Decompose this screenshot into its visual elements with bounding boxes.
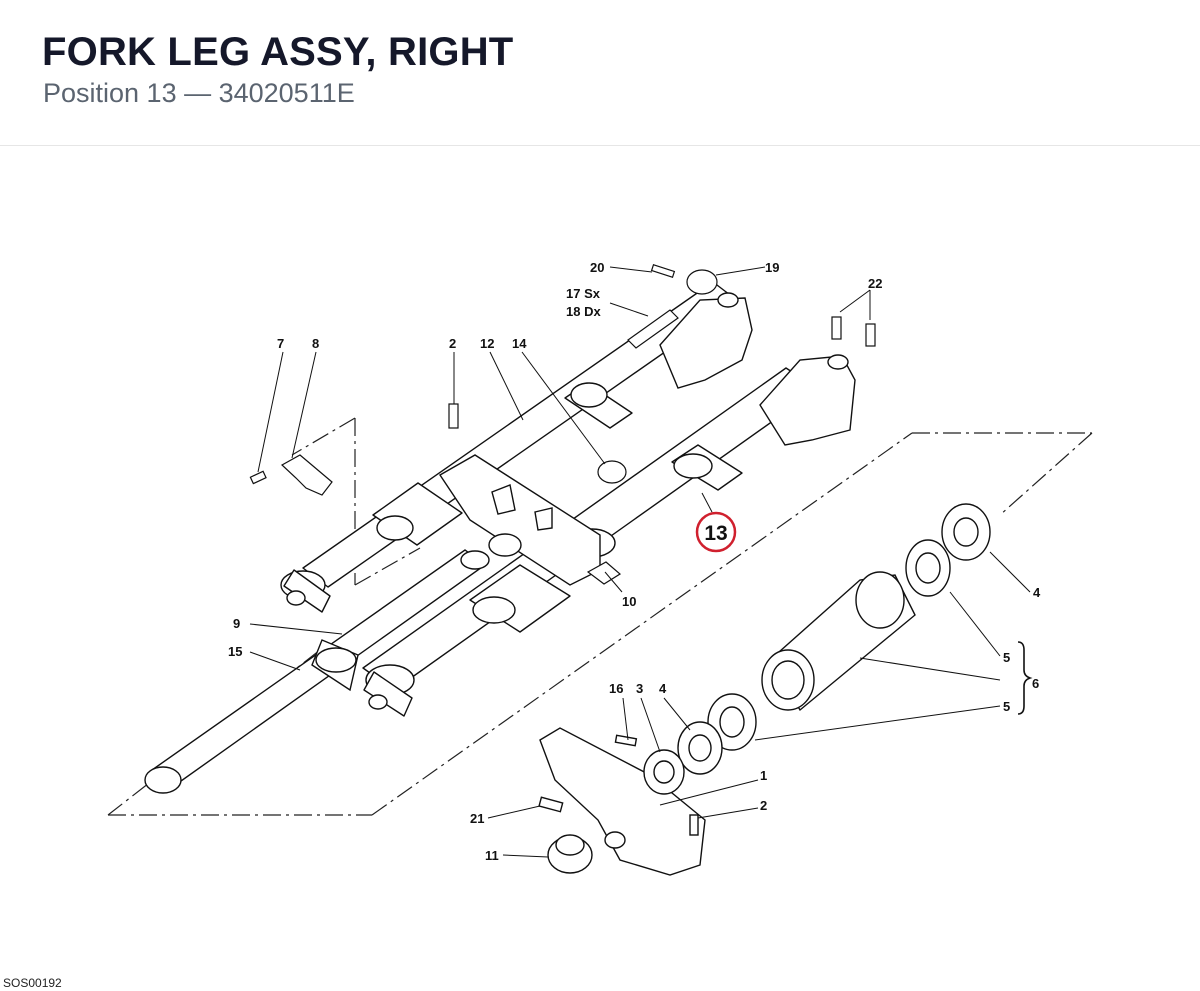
axle-spindle	[144, 549, 490, 794]
callout-4-right: 4	[1033, 585, 1041, 600]
exploded-parts-diagram: 20 19 17 Sx 18 Dx 22 7 8 2 12 14 10 9 15…	[107, 260, 1093, 876]
callout-labels: 20 19 17 Sx 18 Dx 22 7 8 2 12 14 10 9 15…	[228, 260, 1041, 863]
callout-19: 19	[765, 260, 779, 275]
small-parts	[249, 263, 876, 585]
callout-14: 14	[512, 336, 527, 351]
callout-3: 3	[636, 681, 643, 696]
fork-leg-left	[280, 281, 739, 613]
callout-17sx: 17 Sx	[566, 286, 601, 301]
callout-5-lower: 5	[1003, 699, 1010, 714]
group-brace-6	[1017, 641, 1033, 715]
callout-8: 8	[312, 336, 319, 351]
callout-20: 20	[590, 260, 604, 275]
highlighted-callout-13[interactable]: 13	[695, 511, 737, 553]
callout-21: 21	[470, 811, 484, 826]
callout-10: 10	[622, 594, 636, 609]
callout-11: 11	[485, 848, 499, 863]
steering-head-assembly	[677, 503, 991, 775]
callout-5-upper: 5	[1003, 650, 1010, 665]
fork-top-caps	[659, 292, 856, 446]
callout-12: 12	[480, 336, 494, 351]
highlight-label: 13	[704, 522, 727, 545]
callout-16: 16	[609, 681, 623, 696]
callout-4-lower: 4	[659, 681, 667, 696]
document-code: SOS00192	[3, 976, 62, 990]
highlight-ring	[695, 511, 737, 553]
lower-yoke	[538, 727, 706, 876]
callout-6: 6	[1032, 676, 1039, 691]
callout-9: 9	[233, 616, 240, 631]
page-title: FORK LEG ASSY, RIGHT	[42, 30, 514, 74]
callout-7: 7	[277, 336, 284, 351]
callout-2-lower: 2	[760, 798, 767, 813]
callout-1: 1	[760, 768, 767, 783]
page-header: FORK LEG ASSY, RIGHT Position 13 — 34020…	[0, 0, 1200, 146]
callout-15: 15	[228, 644, 242, 659]
leader-lines	[249, 266, 1031, 858]
callout-18dx: 18 Dx	[566, 304, 601, 319]
page-subtitle: Position 13 — 34020511E	[43, 78, 355, 108]
callout-22: 22	[868, 276, 882, 291]
callout-2-upper: 2	[449, 336, 456, 351]
